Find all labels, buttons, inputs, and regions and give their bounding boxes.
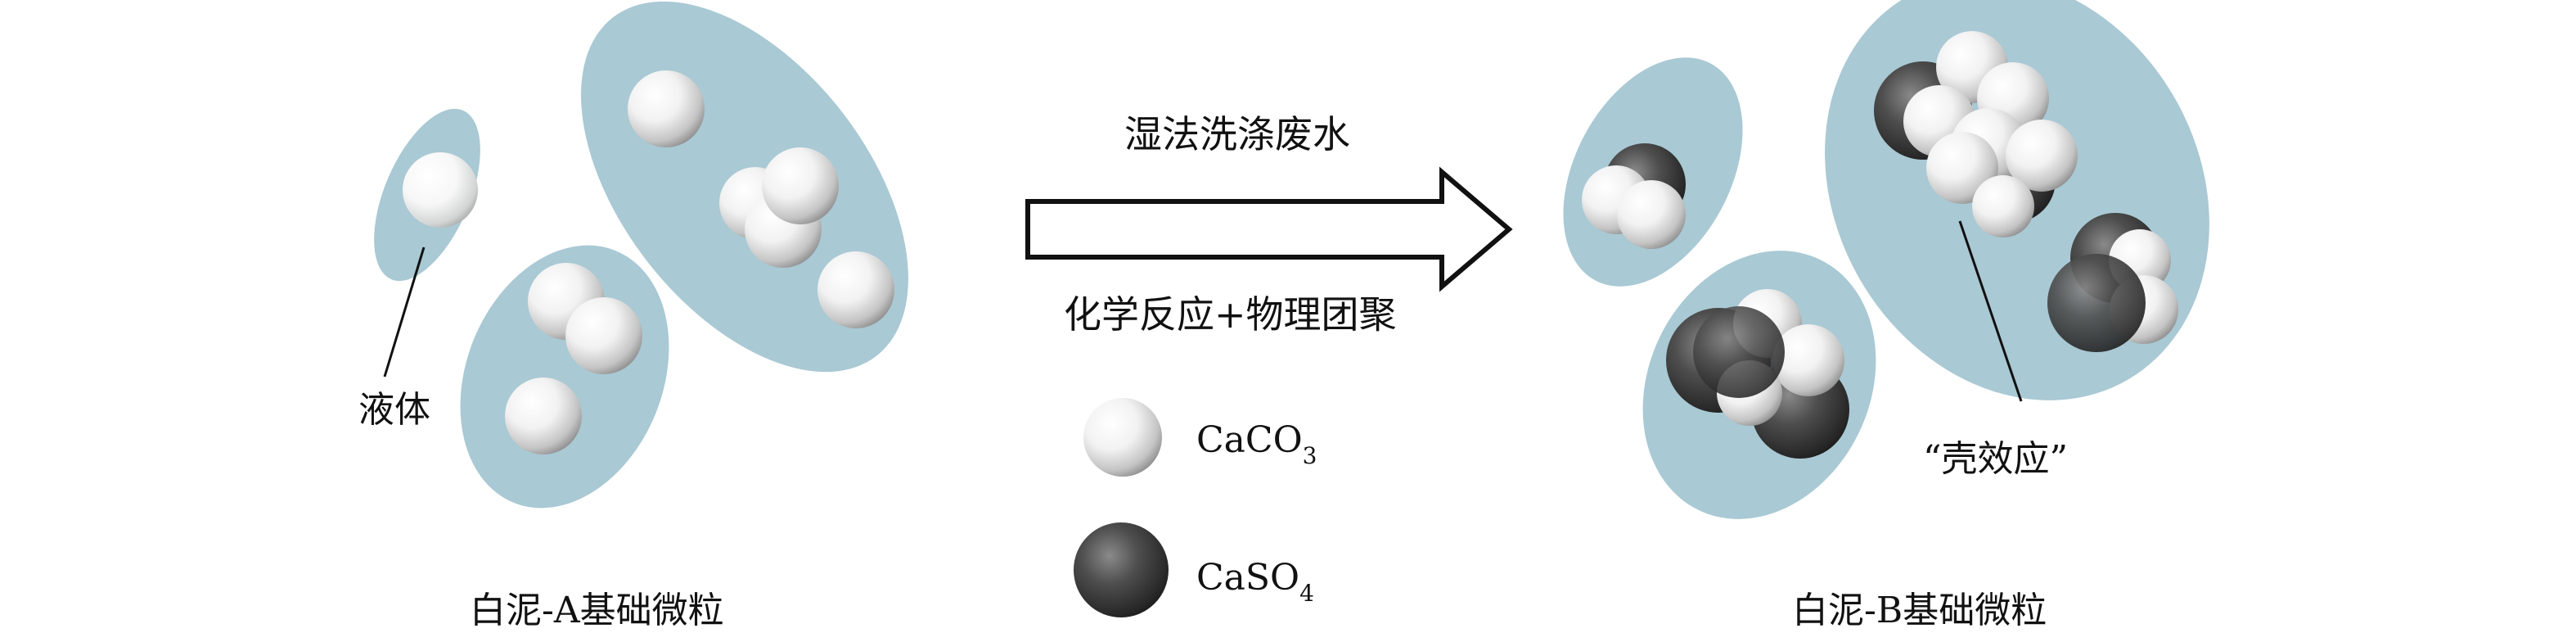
caco3-sphere [565, 297, 642, 374]
shell-effect-label: “壳效应” [1923, 438, 2068, 480]
legend-caco3-label: CaCO3 [1196, 419, 1317, 469]
left-caption: 白泥-A基础微粒 [470, 590, 724, 631]
legend-caso4-sphere-icon [1074, 522, 1169, 617]
process-group: 湿法洗涤废水 化学反应+物理团聚 CaCO3 CaSO4 [1025, 112, 1513, 617]
legend-caso4-label: CaSO4 [1196, 557, 1314, 607]
caso4-sphere [2047, 254, 2146, 352]
caco3-sphere [505, 378, 582, 454]
process-top-label: 湿法洗涤废水 [1124, 112, 1350, 156]
liquid-label: 液体 [358, 389, 430, 431]
right-caption: 白泥-B基础微粒 [1792, 590, 2047, 631]
legend-caco3-sphere-icon [1083, 398, 1162, 477]
caco3-sphere [1772, 324, 1844, 396]
legend-item-caco3: CaCO3 [1083, 398, 1317, 477]
caco3-sphere [403, 152, 478, 228]
legend-item-caso4: CaSO4 [1074, 522, 1314, 617]
caso4-sphere [1693, 306, 1785, 398]
caco3-sphere [2006, 120, 2078, 192]
shell-effect-leader-line [1958, 220, 2023, 402]
caco3-sphere [1617, 180, 1686, 249]
process-arrow-icon [1025, 166, 1513, 292]
caco3-sphere [762, 147, 839, 224]
caco3-sphere [1972, 175, 2034, 237]
particles-b-group: “壳效应” 白泥-B基础微粒 [1563, 0, 2209, 631]
legend: CaCO3 CaSO4 [1074, 398, 1317, 617]
caco3-sphere [817, 251, 894, 328]
particles-a-group: 液体 白泥-A基础微粒 [358, 1, 908, 631]
process-bottom-label: 化学反应+物理团聚 [1064, 292, 1397, 337]
caco3-sphere [628, 70, 705, 147]
liquid-leader-line [383, 246, 426, 378]
